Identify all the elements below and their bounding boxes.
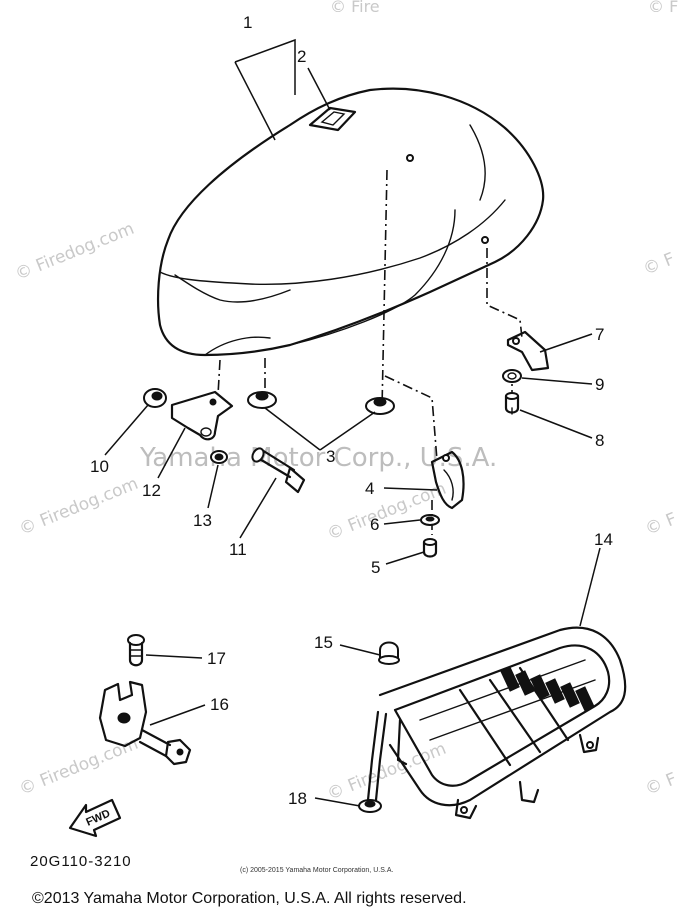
washer-6 (420, 514, 440, 526)
callout-8: 8 (595, 431, 604, 450)
diagram-code: 20G110-3210 (30, 853, 132, 870)
bolt-5 (422, 538, 438, 558)
callout-4: 4 (365, 479, 374, 498)
grommet-10 (143, 388, 167, 408)
hook-4 (430, 450, 465, 510)
nut-18 (358, 799, 382, 813)
watermark-top-right: © F (648, 0, 678, 16)
callout-numbers: 1 2 7 9 8 10 12 3 4 13 6 11 5 14 15 17 1… (90, 13, 613, 808)
watermark-low-left: © Firedog.com (16, 734, 141, 800)
watermark-top-mid: © Fire (330, 0, 380, 16)
watermark-right-3: © F (642, 769, 679, 800)
callout-1: 1 (243, 13, 252, 32)
watermark-mid-left: © Firedog.com (16, 474, 141, 540)
carrier-rack-14 (366, 626, 627, 820)
copyright-notice: ©2013 Yamaha Motor Corporation, U.S.A. A… (32, 890, 467, 907)
callout-10: 10 (90, 457, 109, 476)
damper-3b (365, 397, 395, 415)
callout-14: 14 (594, 530, 613, 549)
bolt-11 (251, 447, 306, 494)
callout-16: 16 (210, 695, 229, 714)
bolt-17 (127, 634, 145, 667)
small-copyright: (c) 2005-2015 Yamaha Motor Corporation, … (240, 867, 393, 874)
callout-7: 7 (595, 325, 604, 344)
leader-lines (104, 38, 601, 807)
callout-6: 6 (370, 515, 379, 534)
seat-emblem (308, 106, 357, 132)
callout-3: 3 (326, 447, 335, 466)
callout-12: 12 (142, 481, 161, 500)
callout-2: 2 (297, 47, 306, 66)
rack-slats (500, 666, 595, 712)
seat-assembly (156, 87, 545, 357)
damper-3a (247, 391, 277, 409)
watermark-right-2: © F (642, 509, 679, 540)
watermark-left: © Firedog.com (12, 219, 137, 285)
callout-13: 13 (193, 511, 212, 530)
bracket-12 (170, 390, 234, 441)
callout-5: 5 (371, 558, 380, 577)
callout-17: 17 (207, 649, 226, 668)
callout-15: 15 (314, 633, 333, 652)
fwd-arrow: FWD (68, 798, 122, 838)
nut-9 (502, 369, 522, 383)
cap-nut-15 (378, 641, 400, 665)
bolt-8 (504, 392, 520, 415)
bracket-7 (506, 330, 550, 372)
watermark-right: © F (640, 249, 677, 280)
lock-16 (98, 680, 192, 766)
callout-18: 18 (288, 789, 307, 808)
callout-9: 9 (595, 375, 604, 394)
callout-11: 11 (229, 540, 247, 559)
nut-13 (210, 450, 228, 464)
